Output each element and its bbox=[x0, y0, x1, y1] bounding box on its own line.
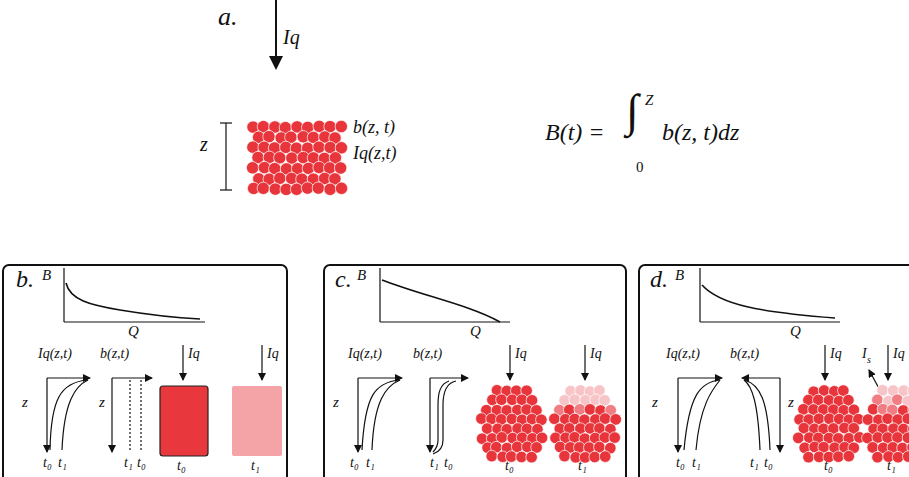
math-label: t₀ bbox=[177, 459, 186, 473]
math-label: 0 bbox=[636, 160, 644, 175]
math-label: Iq(z,t) bbox=[666, 347, 700, 361]
math-label: z bbox=[22, 395, 28, 410]
math-label: t₀ bbox=[764, 456, 773, 470]
math-label: b(z, t)dz bbox=[662, 120, 739, 144]
math-label: B bbox=[357, 268, 366, 283]
math-label: b(z, t) bbox=[353, 118, 395, 136]
math-label: Iq bbox=[590, 347, 602, 361]
particle bbox=[290, 183, 302, 195]
math-label: Iq(z,t) bbox=[353, 144, 397, 162]
math-label: I bbox=[862, 347, 867, 361]
panel-box: c. bbox=[323, 264, 627, 477]
particle bbox=[843, 450, 855, 462]
particle bbox=[496, 394, 508, 406]
math-label: a. bbox=[218, 4, 238, 30]
particle bbox=[526, 451, 538, 463]
math-label: z bbox=[333, 395, 339, 410]
math-label: t₁ bbox=[366, 456, 375, 470]
particle bbox=[872, 451, 884, 463]
math-label: Iq(z,t) bbox=[38, 347, 72, 361]
math-label: Q bbox=[470, 324, 481, 339]
math-label: t₁ bbox=[578, 459, 587, 473]
math-label: b(z,t) bbox=[413, 347, 442, 361]
math-label: Iq bbox=[188, 347, 200, 361]
math-label: B bbox=[42, 268, 51, 283]
particle bbox=[257, 182, 269, 194]
math-label: Iq(z,t) bbox=[348, 347, 382, 361]
particle bbox=[334, 162, 346, 174]
panel-box: b. bbox=[2, 264, 288, 477]
panel-box: d. bbox=[638, 264, 909, 477]
particle bbox=[589, 451, 601, 463]
math-label: Q bbox=[128, 324, 139, 339]
math-label: t₁ bbox=[58, 456, 67, 470]
particle bbox=[301, 182, 313, 194]
math-label: Iq bbox=[283, 27, 300, 47]
math-label: b(z,t) bbox=[730, 347, 759, 361]
particle bbox=[902, 432, 909, 444]
math-label: B bbox=[675, 268, 684, 283]
particle bbox=[486, 450, 498, 462]
panel-letter: c. bbox=[335, 267, 352, 291]
math-label: z bbox=[788, 395, 794, 410]
panel-letter: d. bbox=[650, 267, 668, 291]
math-label: t₀ bbox=[43, 456, 52, 470]
particle bbox=[907, 385, 909, 397]
particle bbox=[559, 450, 571, 462]
particle bbox=[335, 182, 347, 194]
math-label: t₁ bbox=[124, 456, 133, 470]
math-label: Iq bbox=[830, 347, 842, 361]
math-label: B(t) = bbox=[545, 120, 605, 144]
math-label: t₀ bbox=[676, 456, 685, 470]
particle bbox=[599, 394, 611, 406]
math-label: t₀ bbox=[350, 456, 359, 470]
particle bbox=[902, 413, 909, 425]
math-label: Iq bbox=[267, 347, 279, 361]
particle bbox=[599, 451, 611, 463]
particle bbox=[793, 432, 805, 444]
math-label: Iq bbox=[893, 347, 905, 361]
math-label: ∫ bbox=[626, 88, 639, 134]
particle bbox=[269, 183, 281, 195]
math-label: z bbox=[99, 395, 105, 410]
math-label: t₁ bbox=[251, 459, 260, 473]
math-label: t₁ bbox=[887, 459, 896, 473]
math-label: Q bbox=[790, 324, 801, 339]
particle bbox=[324, 183, 336, 195]
particle bbox=[892, 394, 904, 406]
math-label: t₀ bbox=[824, 459, 833, 473]
math-label: b(z,t) bbox=[100, 347, 129, 361]
particle bbox=[312, 182, 324, 194]
math-label: t₀ bbox=[137, 456, 146, 470]
particle bbox=[335, 120, 347, 132]
math-label: Iq bbox=[515, 347, 527, 361]
math-label: Z bbox=[645, 93, 653, 108]
math-label: t₁ bbox=[692, 456, 701, 470]
math-label: z bbox=[200, 134, 208, 154]
particle bbox=[246, 162, 258, 174]
math-label: t₁ bbox=[430, 456, 439, 470]
math-label: z bbox=[652, 395, 658, 410]
particle bbox=[609, 432, 621, 444]
math-label: t₀ bbox=[444, 456, 453, 470]
particle bbox=[833, 451, 845, 463]
math-label: s bbox=[867, 355, 871, 365]
math-label: t₁ bbox=[750, 456, 759, 470]
particle bbox=[803, 451, 815, 463]
particle bbox=[584, 404, 596, 416]
particle bbox=[903, 451, 909, 463]
panel-letter: b. bbox=[16, 267, 34, 291]
math-label: t₀ bbox=[505, 459, 514, 473]
